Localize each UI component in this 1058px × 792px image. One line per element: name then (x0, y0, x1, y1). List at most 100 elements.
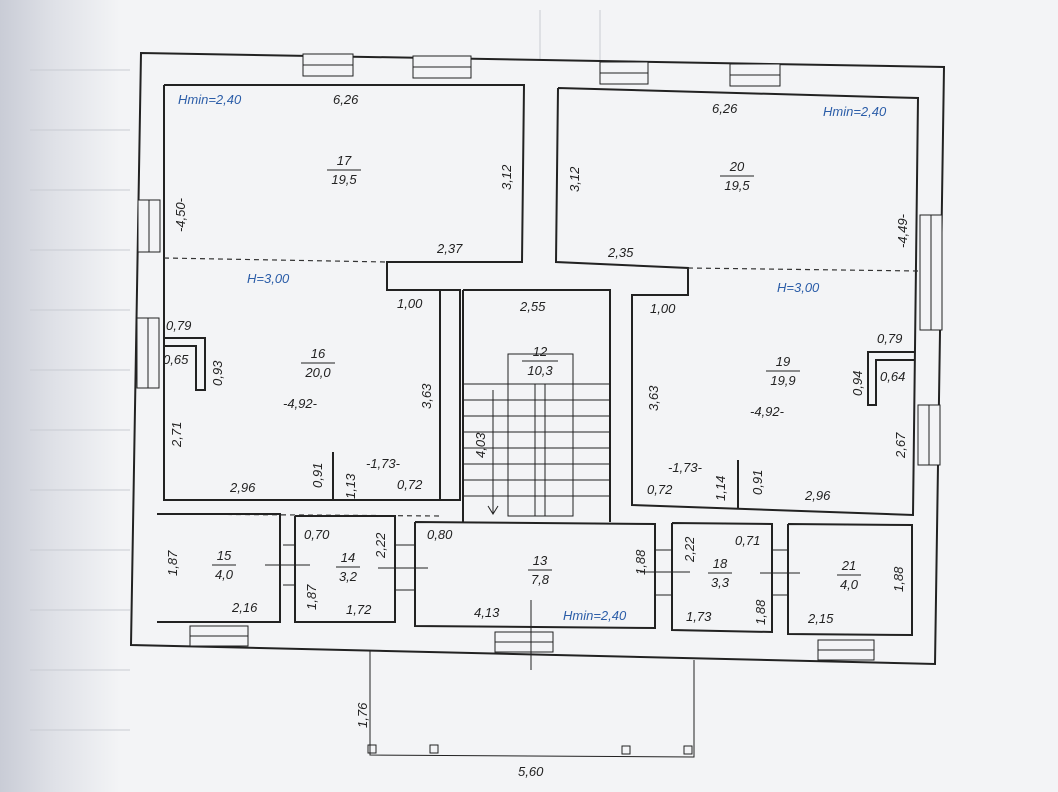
hmin-label-17: Hmin=2,40 (178, 92, 242, 107)
dim-222a: 2,22 (373, 532, 388, 559)
h-label-16: H=3,00 (247, 271, 290, 286)
room-number: 21 (841, 558, 856, 573)
room-area: 19,5 (724, 178, 750, 193)
dim-187b: 1,87 (304, 584, 319, 610)
room-area: 3,3 (711, 575, 730, 590)
room-15-outline (157, 513, 281, 623)
dim-403: 4,03 (473, 432, 488, 458)
dim-413: 4,13 (474, 605, 500, 620)
room-label-21: 21 4,0 (837, 558, 861, 592)
dim-173c: 1,73 (686, 609, 712, 624)
dim-626b: 6,26 (712, 101, 738, 116)
dim-216: 2,16 (231, 600, 258, 615)
windows (136, 53, 943, 661)
dim-100a: 1,00 (397, 296, 423, 311)
dim-255: 2,55 (519, 299, 546, 314)
room-17-outline (163, 84, 526, 501)
outer-wall (129, 51, 946, 666)
dim-626a: 6,26 (333, 92, 359, 107)
porch (367, 650, 695, 758)
dim-173b: -1,73- (668, 460, 703, 475)
room-label-19: 19 19,9 (766, 354, 800, 388)
dim-187a: 1,87 (165, 550, 180, 576)
room-18-outline (671, 522, 773, 634)
room-number: 15 (217, 548, 232, 563)
room-label-14: 14 3,2 (336, 550, 360, 584)
door-marks (265, 544, 800, 596)
room-area: 20,0 (304, 365, 331, 380)
dim-188a: 1,88 (633, 549, 648, 575)
dim-296b: 2,96 (804, 488, 831, 503)
dimension-labels: 6,26 6,26 2,37 2,35 1,00 1,00 2,55 0,79 … (163, 92, 905, 779)
dim-449: -4,49- (895, 213, 910, 248)
dim-172: 1,72 (346, 602, 372, 617)
room-area: 3,2 (339, 569, 358, 584)
room-16-inner (387, 289, 441, 500)
vertical-dimension-labels: 3,12 3,12 -4,50- -4,49- 0,93 0,94 3,63 3… (165, 164, 910, 728)
dim-072a: 0,72 (397, 477, 423, 492)
hmin-label-13: Hmin=2,40 (563, 608, 627, 623)
dim-176: 1,76 (355, 702, 370, 728)
dim-072b: 0,72 (647, 482, 673, 497)
staircase (463, 353, 610, 670)
h-label-19: H=3,00 (777, 280, 820, 295)
dim-237: 2,37 (436, 241, 463, 256)
dim-173a: -1,73- (366, 456, 401, 471)
dim-064: 0,64 (880, 369, 905, 384)
dim-312a: 3,12 (499, 164, 514, 190)
dim-492b: -4,92- (750, 404, 785, 419)
room-area: 7,8 (531, 572, 550, 587)
room-14-outline (294, 515, 396, 623)
room-number: 14 (341, 550, 355, 565)
dim-113: 1,13 (343, 473, 358, 499)
paper-grid (30, 10, 601, 731)
dim-450: -4,50- (173, 197, 188, 232)
room-area: 4,0 (840, 577, 859, 592)
room-label-13: 13 7,8 (528, 553, 552, 587)
dim-222b: 2,22 (682, 536, 697, 563)
dim-100b: 1,00 (650, 301, 676, 316)
niche-right (867, 351, 915, 406)
dim-114: 1,14 (713, 476, 728, 501)
room-label-18: 18 3,3 (708, 556, 732, 590)
dim-094: 0,94 (850, 371, 865, 396)
room-13-outline (414, 521, 656, 630)
room-label-17: 17 19,5 (327, 153, 361, 187)
hmin-label-20: Hmin=2,40 (823, 104, 887, 119)
dim-363b: 3,63 (646, 385, 661, 411)
room-area: 19,9 (770, 373, 795, 388)
dim-070: 0,70 (304, 527, 330, 542)
room-number: 20 (729, 159, 745, 174)
dim-312b: 3,12 (567, 166, 582, 192)
dim-079b: 0,79 (877, 331, 902, 346)
dim-071: 0,71 (735, 533, 760, 548)
room-number: 17 (337, 153, 352, 168)
dim-235: 2,35 (607, 245, 634, 260)
paper-shadow (0, 0, 120, 792)
room-21-outline (787, 523, 913, 637)
dim-492a: -4,92- (283, 396, 318, 411)
room-label-20: 20 19,5 (720, 159, 754, 193)
dim-080: 0,80 (427, 527, 453, 542)
room-label-12: 12 10,3 (522, 344, 558, 378)
ceiling-line-right (687, 267, 919, 272)
dim-215: 2,15 (807, 611, 834, 626)
dim-079a: 0,79 (166, 318, 191, 333)
dim-560: 5,60 (518, 764, 544, 779)
room-number: 18 (713, 556, 728, 571)
dim-093: 0,93 (210, 360, 225, 386)
dim-271: 2,71 (169, 422, 184, 448)
dim-065: 0,65 (163, 352, 189, 367)
dim-363a: 3,63 (419, 383, 434, 409)
dim-188c: 1,88 (891, 566, 906, 592)
room-number: 19 (776, 354, 790, 369)
dim-296a: 2,96 (229, 480, 256, 495)
room-19-inner (631, 294, 688, 505)
room-number: 13 (533, 553, 548, 568)
room-area: 10,3 (527, 363, 553, 378)
room-number: 16 (311, 346, 326, 361)
niche-left (164, 337, 206, 391)
dim-188b: 1,88 (753, 599, 768, 625)
dim-267: 2,67 (893, 432, 908, 459)
